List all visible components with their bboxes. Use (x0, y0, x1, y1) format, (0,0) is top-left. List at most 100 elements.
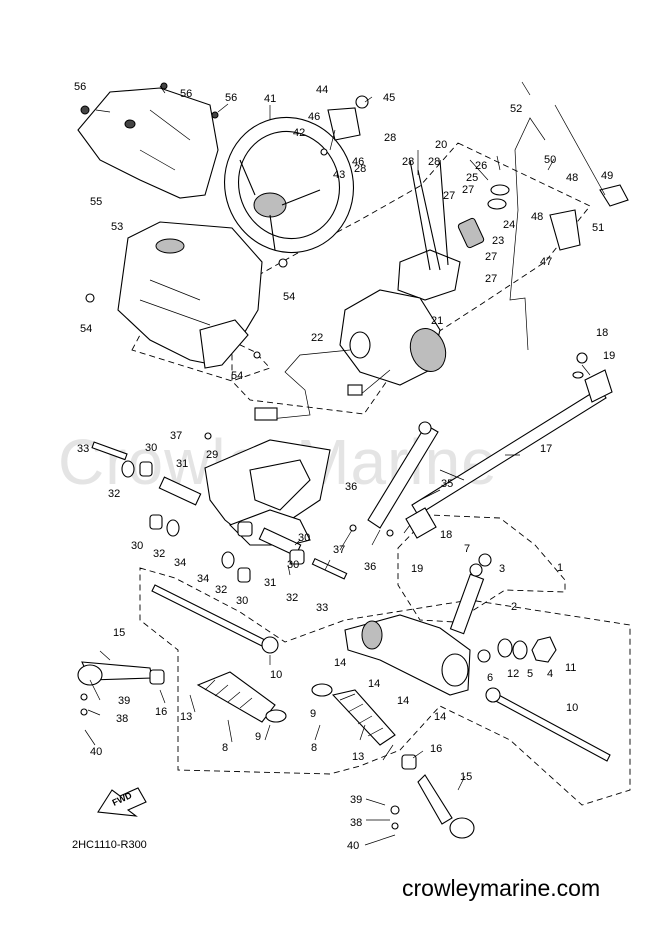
callout-27: 27 (485, 273, 497, 285)
callout-56: 56 (74, 81, 86, 93)
small-fasteners (80, 82, 400, 830)
callout-1: 1 (557, 562, 563, 574)
callout-56: 56 (225, 92, 237, 104)
callout-37: 37 (333, 544, 345, 556)
callout-56: 56 (180, 88, 192, 100)
callout-5: 5 (527, 668, 533, 680)
callout-21: 21 (431, 315, 443, 327)
callout-33: 33 (316, 602, 328, 614)
callout-27: 27 (485, 251, 497, 263)
callout-2: 2 (511, 601, 517, 613)
callout-39: 39 (118, 695, 130, 707)
callout-26: 26 (475, 160, 487, 172)
callout-18: 18 (596, 327, 608, 339)
callout-8: 8 (311, 742, 317, 754)
callout-38: 38 (350, 817, 362, 829)
callout-10: 10 (566, 702, 578, 714)
callout-33: 33 (77, 443, 89, 455)
callout-55: 55 (90, 196, 102, 208)
drawing-code: 2HC1110-R300 (72, 839, 147, 851)
steering-column-assembly (254, 159, 510, 421)
callout-49: 49 (601, 170, 613, 182)
callout-17: 17 (540, 443, 552, 455)
callout-30: 30 (131, 540, 143, 552)
tie-rod-end-15 (77, 661, 475, 839)
callout-37: 37 (170, 430, 182, 442)
callout-28: 28 (402, 156, 414, 168)
callout-48: 48 (566, 172, 578, 184)
callout-54: 54 (283, 291, 295, 303)
callout-13: 13 (352, 751, 364, 763)
callout-43: 43 (333, 169, 345, 181)
callout-47: 47 (540, 256, 552, 268)
callout-44: 44 (316, 84, 328, 96)
callout-51: 51 (592, 222, 604, 234)
callout-28: 28 (384, 132, 396, 144)
callout-31: 31 (264, 577, 276, 589)
callout-12: 12 (507, 668, 519, 680)
leader-lines (84, 81, 591, 846)
forward-direction-arrow: FWD (97, 787, 147, 817)
callout-31: 31 (176, 458, 188, 470)
callout-54: 54 (231, 370, 243, 382)
callout-29: 29 (206, 449, 218, 461)
callout-40: 40 (90, 746, 102, 758)
callout-18: 18 (440, 529, 452, 541)
callout-46: 46 (308, 111, 320, 123)
callout-28: 28 (428, 156, 440, 168)
callout-16: 16 (155, 706, 167, 718)
callout-14: 14 (397, 695, 409, 707)
callout-6: 6 (487, 672, 493, 684)
callout-30: 30 (236, 595, 248, 607)
callout-15: 15 (113, 627, 125, 639)
callout-36: 36 (345, 481, 357, 493)
callout-50: 50 (544, 154, 556, 166)
steering-column-cover-55 (77, 87, 219, 199)
callout-14: 14 (334, 657, 346, 669)
callout-30: 30 (287, 559, 299, 571)
callout-45: 45 (383, 92, 395, 104)
lower-column-cover-53 (117, 221, 263, 369)
rack-boots-8 (196, 671, 396, 746)
callout-19: 19 (603, 350, 615, 362)
callout-48: 48 (531, 211, 543, 223)
callout-4: 4 (547, 668, 553, 680)
callout-52: 52 (510, 103, 522, 115)
callout-15: 15 (460, 771, 472, 783)
callout-34: 34 (174, 557, 186, 569)
website-footer: crowleymarine.com (402, 875, 601, 901)
callout-19: 19 (411, 563, 423, 575)
callout-54: 54 (80, 323, 92, 335)
callout-38: 38 (116, 713, 128, 725)
callout-36: 36 (364, 561, 376, 573)
callout-10: 10 (270, 669, 282, 681)
callout-3: 3 (499, 563, 505, 575)
intermediate-shaft-35 (367, 421, 439, 539)
callout-53: 53 (111, 221, 123, 233)
callout-41: 41 (264, 93, 276, 105)
callout-34: 34 (197, 573, 209, 585)
callout-11: 11 (565, 662, 576, 674)
bushings-and-bolts-30-34 (91, 441, 348, 583)
callout-9: 9 (255, 731, 261, 743)
callout-39: 39 (350, 794, 362, 806)
callout-32: 32 (286, 592, 298, 604)
steering-lever-bracket-47-51 (509, 104, 629, 351)
callout-35: 35 (441, 478, 453, 490)
callout-23: 23 (492, 235, 504, 247)
rack-end-fittings (469, 553, 557, 663)
callout-40: 40 (347, 840, 359, 852)
callout-32: 32 (215, 584, 227, 596)
steering-shaft-17 (411, 352, 613, 516)
pedal-bracket-29 (204, 439, 331, 546)
callout-24: 24 (503, 219, 515, 231)
callout-42: 42 (293, 127, 305, 139)
callout-14: 14 (434, 711, 446, 723)
callout-16: 16 (430, 743, 442, 755)
callout-30: 30 (298, 532, 310, 544)
callout-27: 27 (462, 184, 474, 196)
callout-22: 22 (311, 332, 323, 344)
callout-32: 32 (108, 488, 120, 500)
callout-14: 14 (368, 678, 380, 690)
